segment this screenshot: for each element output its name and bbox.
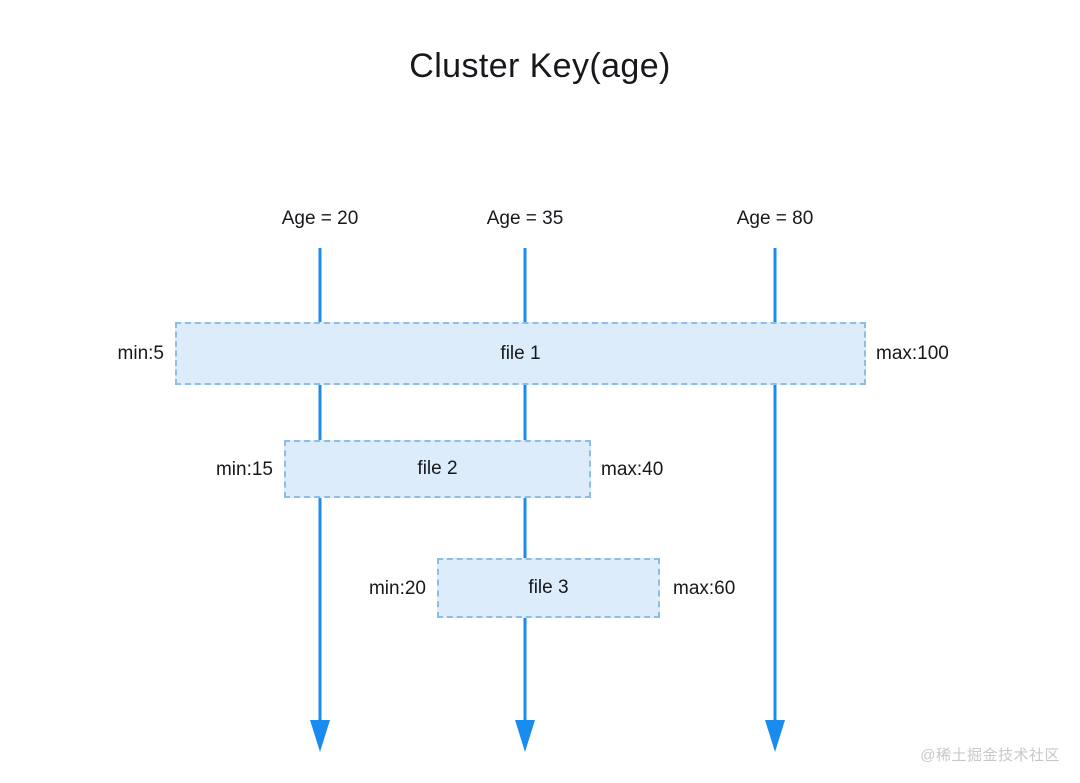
file-1-min-label: min:5 bbox=[117, 343, 164, 364]
file-box-1-label: file 1 bbox=[500, 342, 541, 364]
file-3-max-label: max:60 bbox=[673, 578, 736, 599]
file-3-min-label: min:20 bbox=[368, 578, 426, 599]
file-box-1: file 1 bbox=[175, 322, 866, 385]
axis-label-age-20: Age = 20 bbox=[281, 208, 359, 229]
file-box-2-label: file 2 bbox=[417, 458, 458, 479]
file-1-max-label: max:100 bbox=[876, 343, 949, 364]
axis-label-age-80: Age = 80 bbox=[736, 208, 814, 229]
file-2-max-label: max:40 bbox=[601, 459, 664, 480]
file-box-2: file 2 bbox=[284, 440, 591, 498]
axis-label-age-35: Age = 35 bbox=[486, 208, 564, 229]
file-box-3-label: file 3 bbox=[528, 577, 569, 598]
file-box-3: file 3 bbox=[437, 558, 660, 618]
page-title: Cluster Key(age) bbox=[409, 47, 671, 85]
watermark: @稀土掘金技术社区 bbox=[920, 747, 1060, 764]
file-2-min-label: min:15 bbox=[215, 459, 273, 480]
